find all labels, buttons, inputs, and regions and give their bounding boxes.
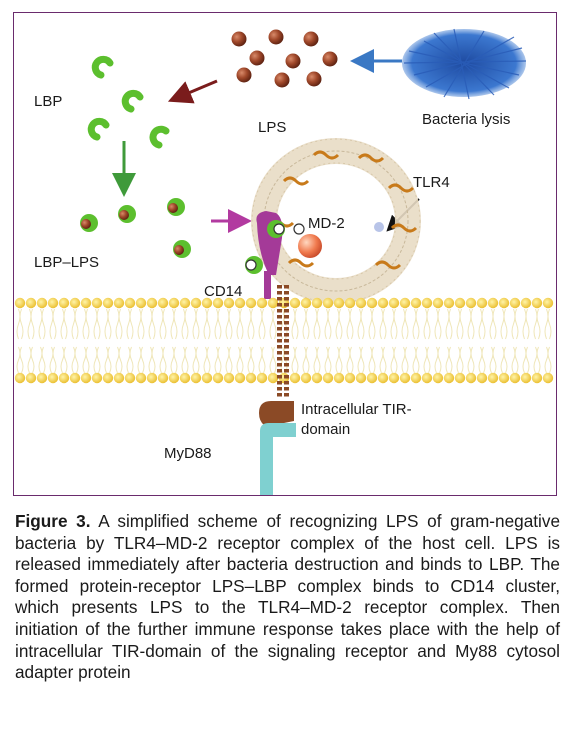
- figure-caption: Figure 3. A simplified scheme of recogni…: [15, 511, 560, 684]
- bacteria-lysis-image: [402, 28, 527, 100]
- arrow-lps-to-lbp: [167, 79, 218, 104]
- lps-particles: [231, 29, 338, 88]
- myd88-adapter: [260, 423, 296, 495]
- figure-label: Figure 3.: [15, 511, 91, 531]
- bound-lps-complexes: [245, 220, 305, 274]
- label-lbp: LBP: [34, 93, 63, 110]
- label-tir-line2: domain: [301, 421, 351, 438]
- cell-membrane: [14, 297, 554, 384]
- caption-text: A simplified scheme of recognizing LPS o…: [15, 511, 560, 683]
- diagram-canvas: [14, 28, 554, 495]
- diagram-frame: LBP LPS Bacteria lysis TLR4 MD-2 LBP–LPS…: [13, 12, 557, 496]
- label-myd88: MyD88: [164, 445, 212, 462]
- tlr4-transmembrane-chain: [277, 285, 289, 397]
- tir-domain: [259, 401, 294, 427]
- lbp-lps-complexes: [80, 198, 191, 258]
- md2-sphere: [298, 234, 322, 258]
- label-bacteria-lysis: Bacteria lysis: [422, 111, 511, 128]
- lbp-molecules: [87, 55, 170, 149]
- label-md2: MD-2: [308, 215, 345, 232]
- label-tir-line1: Intracellular TIR-: [301, 401, 412, 418]
- label-cd14: CD14: [204, 283, 243, 300]
- label-tlr4: TLR4: [413, 174, 450, 191]
- label-lbp-lps: LBP–LPS: [34, 254, 100, 271]
- label-lps: LPS: [258, 119, 287, 136]
